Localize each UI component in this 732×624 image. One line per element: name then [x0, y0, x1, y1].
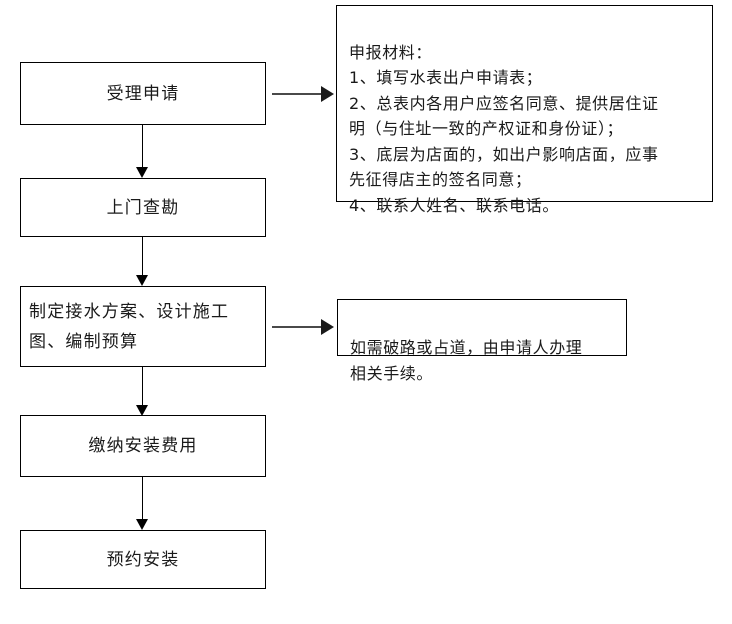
note-box-road-permit: 如需破路或占道，由申请人办理 相关手续。 — [337, 299, 627, 383]
connector-line-accept-to-survey — [142, 125, 143, 168]
connector-arrowhead-survey-to-design — [136, 275, 148, 286]
connector-arrowhead-payment-to-schedule — [136, 519, 148, 530]
connector-arrowhead-accept-to-survey — [136, 167, 148, 178]
connector-line-payment-to-schedule — [142, 477, 143, 520]
flow-node-pay-installation-fee[interactable]: 缴纳安装费用 — [20, 415, 266, 477]
flow-node-label: 上门查勘 — [106, 197, 180, 218]
flow-node-label: 缴纳安装费用 — [88, 436, 198, 456]
note-text: 申报材料： 1、填写水表出户申请表； 2、总表内各用户应签名同意、提供居住证 明… — [349, 42, 659, 215]
connector-line-survey-to-design — [142, 237, 143, 276]
connector-arrowhead-accept-to-materials-note — [321, 86, 334, 102]
flow-node-schedule-installation[interactable]: 预约安装 — [20, 530, 266, 589]
connector-arrowhead-design-to-payment — [136, 405, 148, 416]
connector-arrowhead-design-to-road-note — [321, 319, 334, 335]
connector-line-design-to-payment — [142, 367, 143, 406]
flow-node-label: 制定接水方案、设计施工 图、编制预算 — [29, 301, 230, 352]
connector-line-design-to-road-note — [272, 326, 322, 328]
note-text: 如需破路或占道，由申请人办理 相关手续。 — [350, 338, 583, 383]
flow-node-site-survey[interactable]: 上门查勘 — [20, 178, 266, 237]
flow-node-design-plan[interactable]: 制定接水方案、设计施工 图、编制预算 — [20, 286, 266, 367]
note-box-required-materials: 申报材料： 1、填写水表出户申请表； 2、总表内各用户应签名同意、提供居住证 明… — [336, 5, 713, 215]
flow-node-label: 受理申请 — [106, 83, 180, 104]
flow-node-label: 预约安装 — [106, 549, 180, 570]
connector-line-accept-to-materials-note — [272, 93, 322, 95]
flow-node-accept-application[interactable]: 受理申请 — [20, 62, 266, 125]
